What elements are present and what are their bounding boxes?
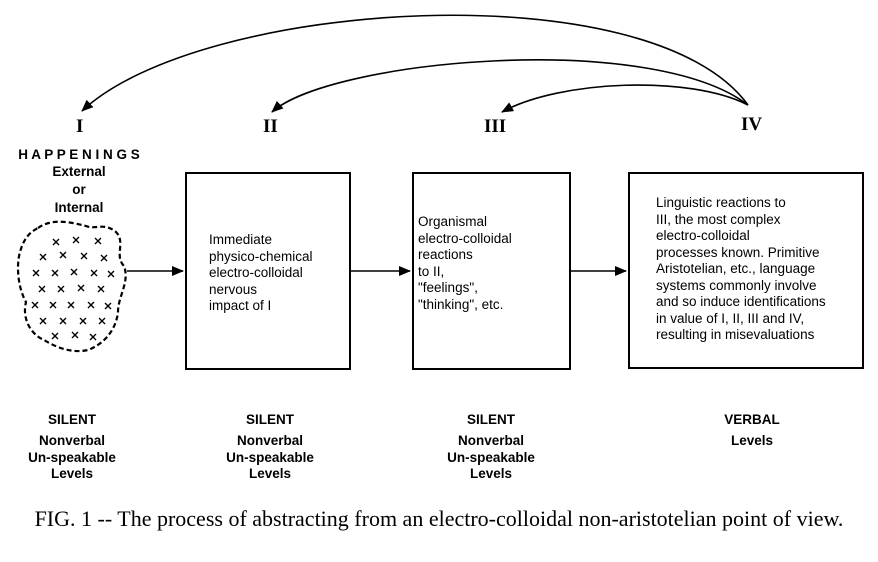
happenings-internal: Internal [54, 200, 104, 215]
box-iii-text: Organismal electro-colloidal reactions t… [418, 214, 512, 312]
happenings-title: H A P P E N I N G S [18, 147, 140, 162]
col4-heading: VERBAL [724, 412, 780, 427]
happenings-external: External [52, 164, 106, 179]
happenings-crosses [31, 236, 115, 341]
col1-heading: SILENT [47, 412, 96, 427]
col2-heading: SILENT [245, 412, 294, 427]
col4-sub: Levels [730, 433, 774, 448]
level-iv-label: IV [741, 114, 763, 135]
col3-sub: Nonverbal Un-speakable Levels [447, 433, 535, 481]
arc-iv-to-i [81, 14, 749, 112]
box-iv [628, 172, 864, 369]
box-iii [412, 172, 571, 370]
happenings-blob [16, 220, 127, 353]
arc-iv-to-iii [501, 84, 749, 113]
box-ii-text: Immediate physico-chemical electro-collo… [209, 232, 313, 313]
box-ii [185, 172, 351, 370]
level-iii-label: III [484, 116, 507, 137]
figure-caption: FIG. 1 -- The process of abstracting fro… [0, 506, 878, 532]
happenings-or: or [72, 182, 86, 197]
col2-sub: Nonverbal Un-speakable Levels [226, 433, 314, 481]
box-iv-text: Linguistic reactions to III, the most co… [656, 195, 826, 342]
level-i-label: I [76, 116, 84, 137]
col1-sub: Nonverbal Un-speakable Levels [28, 433, 116, 481]
col3-heading: SILENT [466, 412, 515, 427]
level-ii-label: II [263, 116, 278, 137]
arc-iv-to-ii [271, 59, 749, 113]
caption-text: FIG. 1 -- The process of abstracting fro… [34, 506, 844, 531]
